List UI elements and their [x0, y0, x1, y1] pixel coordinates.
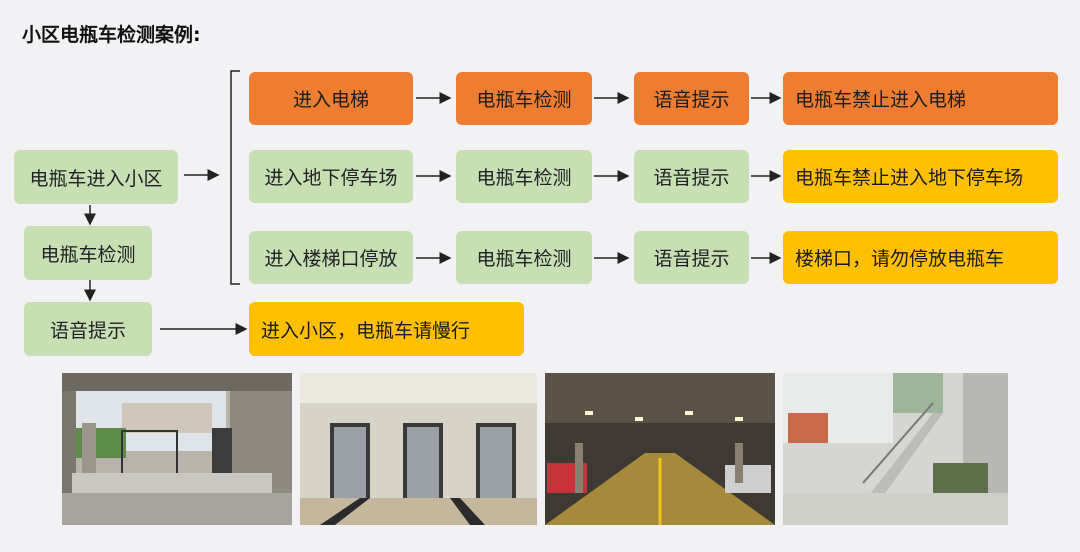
main-detect-box: 电瓶车检测: [24, 226, 152, 280]
branch-bracket: [230, 70, 240, 285]
branch-elevator-voice: 语音提示: [634, 72, 749, 125]
underground-parking-photo: [545, 373, 775, 525]
branch-elevator-start: 进入电梯: [249, 72, 413, 125]
main-result-box: 进入小区，电瓶车请慢行: [249, 302, 524, 356]
page-title: 小区电瓶车检测案例:: [22, 24, 201, 46]
branch-parking-result: 电瓶车禁止进入地下停车场: [783, 150, 1058, 203]
branch-elevator-detect: 电瓶车检测: [456, 72, 592, 125]
community-gate-photo: [62, 373, 292, 525]
branch-stairs-result: 楼梯口，请勿停放电瓶车: [783, 231, 1058, 284]
branch-parking-start: 进入地下停车场: [249, 150, 413, 203]
enter-community-box: 电瓶车进入小区: [14, 150, 178, 204]
elevator-lobby-photo: [300, 373, 537, 525]
main-voice-box: 语音提示: [24, 302, 152, 356]
branch-elevator-result: 电瓶车禁止进入电梯: [783, 72, 1058, 125]
branch-stairs-detect: 电瓶车检测: [456, 231, 592, 284]
branch-parking-voice: 语音提示: [634, 150, 749, 203]
branch-stairs-start: 进入楼梯口停放: [249, 231, 413, 284]
stairwell-photo: [783, 373, 1008, 525]
branch-parking-detect: 电瓶车检测: [456, 150, 592, 203]
branch-stairs-voice: 语音提示: [634, 231, 749, 284]
